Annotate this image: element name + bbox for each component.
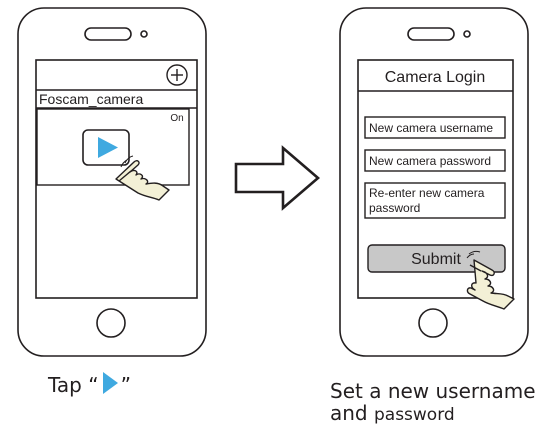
- reenter-password-placeholder-line2: password: [369, 201, 420, 215]
- submit-button-label: Submit: [411, 251, 461, 268]
- camera-list-item[interactable]: Foscam_camera On: [36, 91, 197, 186]
- hand-pointer-icon-right: [466, 250, 515, 310]
- step2-caption: Set a new username and password: [330, 380, 536, 426]
- play-icon-inline: [102, 372, 118, 394]
- hand-pointer-icon-left: [115, 155, 170, 201]
- reenter-password-placeholder-line1: Re-enter new camera: [369, 186, 485, 200]
- camera-status-label: On: [170, 113, 183, 124]
- phone-right-screen: [357, 59, 514, 299]
- step1-caption: Tap “ ”: [48, 372, 131, 397]
- phone-left-home-button: [96, 308, 126, 338]
- add-icon[interactable]: [166, 64, 188, 86]
- password-placeholder: New camera password: [369, 154, 491, 168]
- phone-left-body: [17, 7, 207, 357]
- reenter-password-field[interactable]: Re-enter new camera password: [364, 182, 506, 219]
- username-placeholder: New camera username: [369, 121, 493, 135]
- login-title: Camera Login: [385, 69, 486, 86]
- password-field[interactable]: New camera password: [364, 149, 506, 172]
- right-arrow-icon: [234, 145, 320, 211]
- camera-preview-panel[interactable]: [36, 108, 190, 186]
- phone-right-home-button: [418, 308, 448, 338]
- camera-name-label: Foscam_camera: [39, 91, 143, 107]
- phone-left-camera-dot: [140, 30, 148, 38]
- phone-left-screen: [35, 59, 198, 299]
- phone-right: [339, 7, 529, 357]
- play-icon: [98, 137, 118, 158]
- step2-caption-line2-prefix: and: [330, 401, 374, 425]
- phone-right-speaker: [407, 27, 455, 41]
- step2-caption-line1: Set a new username: [330, 379, 536, 403]
- phone-right-camera-dot: [463, 30, 471, 38]
- step1-caption-prefix: Tap “: [48, 373, 99, 397]
- app-header: [36, 64, 197, 91]
- step1-caption-suffix: ”: [120, 373, 131, 397]
- phone-left: [17, 7, 207, 357]
- step2-caption-line2: and password: [330, 402, 536, 426]
- phone-left-speaker: [84, 27, 132, 41]
- username-field[interactable]: New camera username: [364, 116, 506, 139]
- step2-caption-line2-rest: password: [373, 405, 455, 425]
- phone-right-body: [339, 7, 529, 357]
